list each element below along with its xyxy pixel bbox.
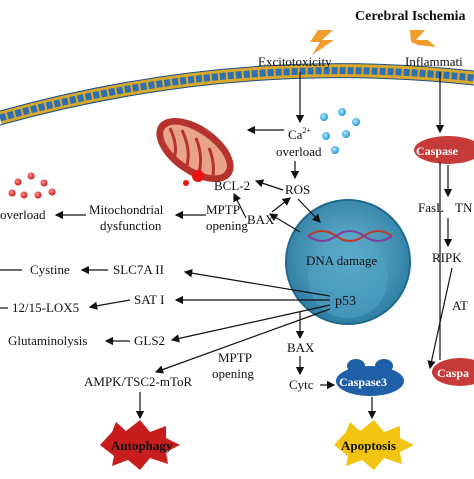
bax-top-label: BAX [247,212,275,227]
slc7a11-label: SLC7A II [113,262,164,277]
arrow-ripk-caspase3 [427,267,453,370]
fasl-label: FasL [418,200,444,215]
arrow-sat1-lox [88,299,131,310]
calcium-ions-icon [320,108,360,154]
arrow-p53-ampk [154,308,331,374]
ampk-label: AMPK/TSC2-mToR [84,374,192,389]
autophagy-label: Autophagy [111,438,173,453]
mptp-bottom-opening-label: opening [212,366,254,381]
iron-overload-label: overload [0,207,46,222]
pathway-arrows [54,72,453,420]
gls2-label: GLS2 [134,333,165,348]
sat1-label: SAT I [134,292,164,307]
caspase-right-label: Caspa [437,366,469,380]
tn-label: TN [455,200,473,215]
arrow-ros-bcl2 [254,179,284,191]
mptp-top-label: MPTP [206,202,240,217]
at-label: AT [452,298,468,313]
arrow-bax-mito [233,192,247,219]
mito-dysfunction-label: Mitochondrial [89,202,164,217]
mptp-bottom-label: MPTP [218,350,252,365]
ca-label: Ca2+ [288,126,311,142]
p53-label: p53 [335,294,356,309]
mitochondrion-icon [156,118,234,186]
boundary-lines [0,162,441,360]
ca-overload-label: overload [276,144,322,159]
lightning-icon [410,30,436,47]
bax-bottom-label: BAX [287,340,315,355]
caspase3-shape [336,359,404,396]
mito-dysfunction-label-2: dysfunction [100,218,162,233]
cell-membrane [0,63,474,126]
arrow-p53-slc7a11 [183,269,331,297]
inflammation-label: Inflammati [405,54,463,69]
cystine-label: Cystine [30,262,70,277]
excitotoxicity-label: Excitotoxicity [258,54,332,69]
caspase-right-shape [432,358,474,386]
caspase-top-label: Caspase [416,144,459,158]
cytc-label: Cytc [289,377,314,392]
bcl2-label: BCL-2 [214,178,250,193]
caspase-top-shape [414,136,474,164]
autophagy-burst [100,420,180,470]
ripk-label: RIPK [432,250,462,265]
arrow-bax-ros [271,197,291,213]
lox-label: 12/15-LOX5 [12,300,79,315]
iron-particles-icon [8,172,56,199]
lightning-icon [310,30,334,55]
apoptosis-burst [334,420,414,470]
arrow-p53-bax [268,213,301,233]
glutaminolysis-label: Glutaminolysis [8,333,87,348]
ros-label: ROS [285,182,310,197]
title: Cerebral Ischemia [355,9,466,24]
dna-icon [307,230,393,242]
arrow-p53-gls2 [170,304,331,343]
arrow-ros-dna [297,198,321,223]
dna-damage-label: DNA damage [306,253,377,268]
mptp-top-opening-label: opening [206,218,248,233]
apoptosis-label: Apoptosis [341,438,396,453]
caspase3-label: Caspase3 [339,375,387,389]
